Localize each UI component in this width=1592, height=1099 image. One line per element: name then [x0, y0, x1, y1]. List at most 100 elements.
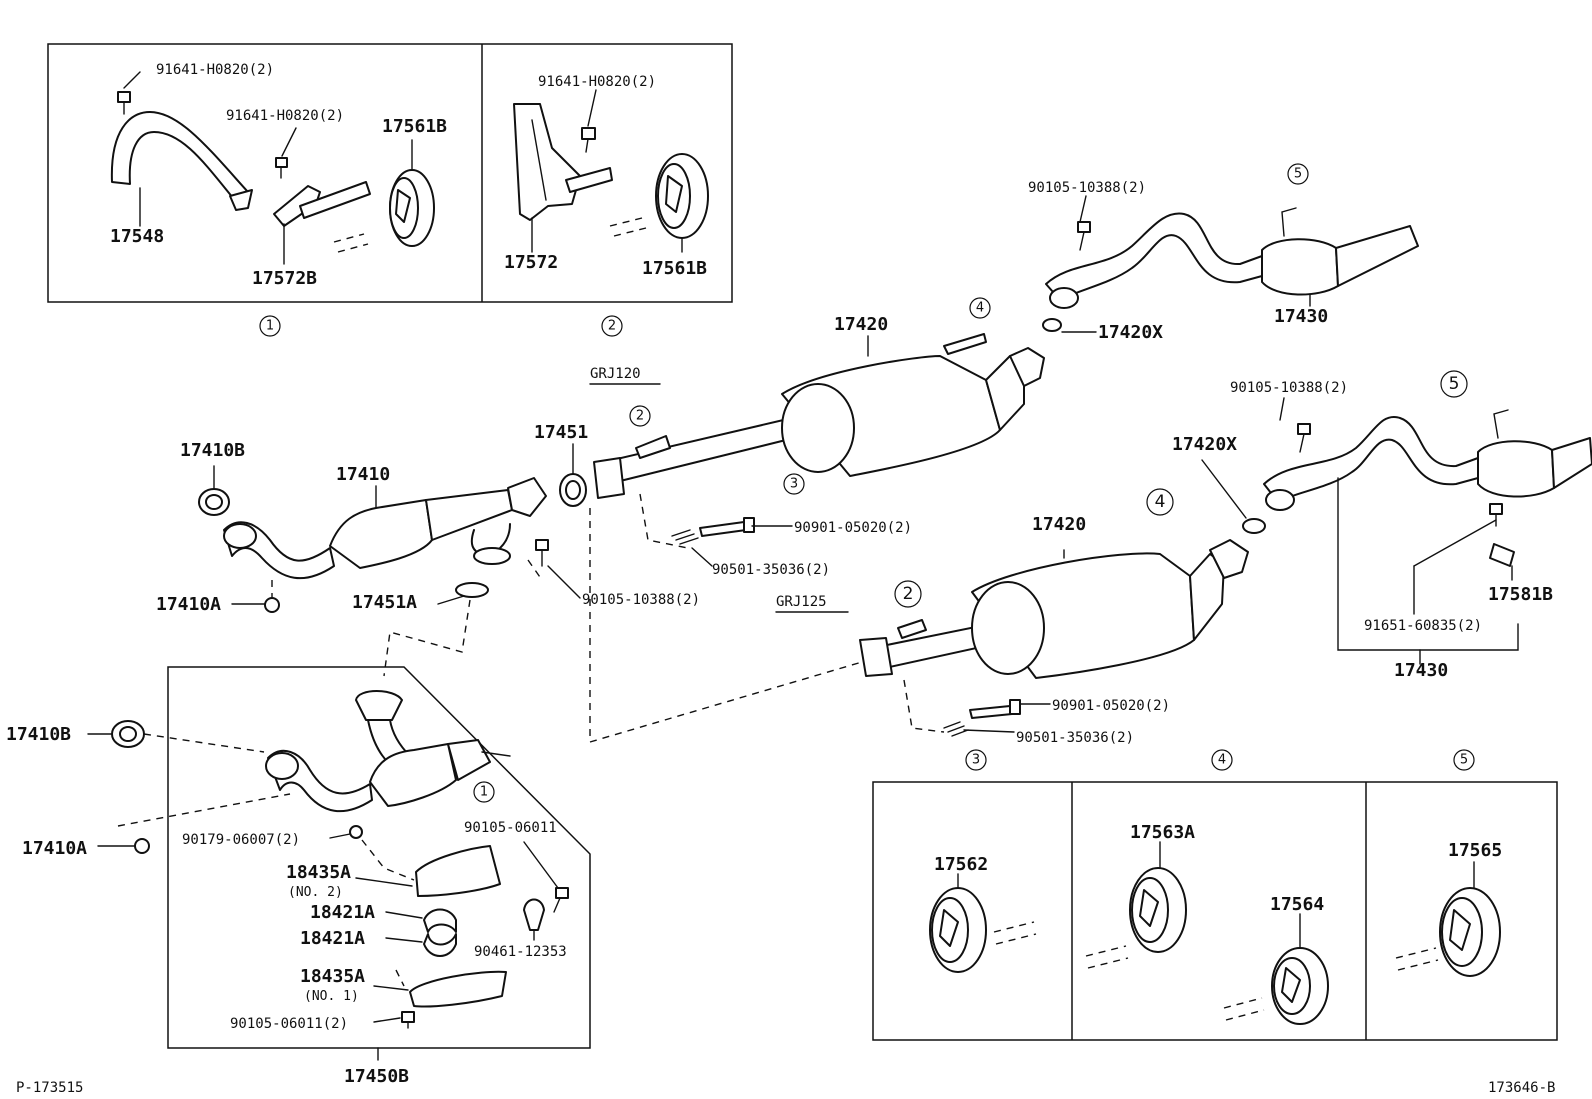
bracket-17572 — [513, 103, 581, 221]
heat-insulator-no2 — [415, 845, 501, 897]
label-no1: (NO. 1) — [304, 989, 359, 1004]
label-91641-h0820: 91641-H0820(2) — [538, 74, 656, 90]
label-90105-10388: 90105-10388(2) — [1230, 380, 1348, 396]
label-18435A: 18435A — [300, 966, 365, 987]
callout-3: 3 — [783, 473, 805, 495]
nut-17410A — [134, 838, 150, 854]
callout-5: 5 — [1440, 370, 1468, 398]
flange — [593, 457, 625, 499]
bolt-icon — [535, 539, 549, 567]
clamp-90461 — [523, 898, 545, 931]
bolt-icon — [1297, 423, 1311, 453]
label-17572B: 17572B — [252, 268, 317, 289]
catalytic-converter — [369, 743, 457, 807]
doc-ref-right: 173646-B — [1488, 1080, 1555, 1096]
svg-text:2: 2 — [636, 409, 644, 424]
label-17562: 17562 — [934, 854, 988, 875]
label-90105-10388: 90105-10388(2) — [582, 592, 700, 608]
bracket-17572B — [273, 185, 321, 227]
sensor-17581B — [1489, 543, 1515, 567]
clamp-18421A — [423, 933, 457, 957]
model-grj125: GRJ125 — [776, 594, 827, 610]
label-17561B: 17561B — [382, 116, 447, 137]
gasket-17420X — [1042, 318, 1062, 332]
bolt-icon — [1077, 221, 1091, 251]
tail-tip — [1551, 437, 1592, 489]
label-17420: 17420 — [834, 314, 888, 335]
svg-text:5: 5 — [1460, 753, 1468, 768]
tail-muffler — [1477, 440, 1555, 498]
catalytic-converter — [329, 499, 433, 569]
svg-text:2: 2 — [608, 319, 616, 334]
tail-pipe-17430-grj125 — [1263, 415, 1479, 503]
label-17561B: 17561B — [642, 258, 707, 279]
label-17563A: 17563A — [1130, 822, 1195, 843]
muffler-outlet-flange — [1209, 539, 1249, 579]
label-17451A: 17451A — [352, 592, 417, 613]
callout-5: 5 — [1287, 163, 1309, 185]
svg-text:4: 4 — [1155, 492, 1166, 512]
bolt-icon — [581, 127, 596, 153]
gasket-17451A — [455, 582, 489, 598]
flange — [859, 637, 893, 677]
tail-tip — [1335, 225, 1419, 287]
callout-5: 5 — [1453, 749, 1475, 771]
hanger-bracket-17548 — [110, 111, 249, 205]
inset-box-mounts-3-4-5 — [872, 781, 1558, 1041]
label-18421A: 18421A — [310, 902, 375, 923]
label-90461-12353: 90461-12353 — [474, 944, 567, 960]
gasket-17420X — [1242, 518, 1266, 534]
model-grj120: GRJ120 — [590, 366, 641, 382]
label-90179-06007: 90179-06007(2) — [182, 832, 300, 848]
bolt-icon — [401, 1011, 415, 1029]
inset-box-hangers-1-2 — [47, 43, 733, 303]
label-17565: 17565 — [1448, 840, 1502, 861]
label-18421A: 18421A — [300, 928, 365, 949]
inset-box-front-pipe-17450B — [167, 666, 591, 1049]
callout-4: 4 — [969, 297, 991, 319]
svg-text:2: 2 — [903, 584, 914, 604]
clamp-18421A — [423, 908, 457, 933]
label-17451: 17451 — [534, 422, 588, 443]
front-pipe-flange — [507, 477, 547, 517]
muffler-outlet-flange — [1009, 347, 1045, 387]
callout-1: 1 — [473, 781, 495, 803]
label-90501-35036: 90501-35036(2) — [1016, 730, 1134, 746]
heat-insulator-no1 — [409, 970, 507, 1008]
svg-text:5: 5 — [1294, 167, 1302, 182]
svg-text:1: 1 — [266, 319, 274, 334]
svg-text:3: 3 — [972, 753, 980, 768]
bracket-tab — [229, 189, 253, 211]
label-17420: 17420 — [1032, 514, 1086, 535]
label-17410A: 17410A — [156, 594, 221, 615]
label-17430: 17430 — [1274, 306, 1328, 327]
label-91651-60835: 91651-60835(2) — [1364, 618, 1482, 634]
gasket — [473, 547, 511, 565]
label-17572: 17572 — [504, 252, 558, 273]
doc-ref-left: P-173515 — [16, 1080, 83, 1096]
bolt-icon — [275, 157, 288, 179]
label-17410A: 17410A — [22, 838, 87, 859]
label-17420X: 17420X — [1172, 434, 1237, 455]
spring-bolt-icon — [671, 517, 755, 545]
svg-text:5: 5 — [1449, 374, 1460, 394]
label-17581B: 17581B — [1488, 584, 1553, 605]
callout-2: 2 — [629, 405, 651, 427]
pipe-flange — [355, 690, 403, 721]
label-17430: 17430 — [1394, 660, 1448, 681]
callout-3: 3 — [965, 749, 987, 771]
callout-4: 4 — [1146, 488, 1174, 516]
tail-muffler — [1261, 238, 1339, 296]
label-17410B: 17410B — [180, 440, 245, 461]
label-90105-10388: 90105-10388(2) — [1028, 180, 1146, 196]
callout-1: 1 — [259, 315, 281, 337]
label-90105-06011: 90105-06011 — [464, 820, 557, 836]
nut-17410A — [264, 597, 280, 613]
callout-4: 4 — [1211, 749, 1233, 771]
label-90901-05020: 90901-05020(2) — [1052, 698, 1170, 714]
label-no2: (NO. 2) — [288, 885, 343, 900]
svg-text:1: 1 — [480, 785, 488, 800]
callout-2: 2 — [601, 315, 623, 337]
spring-bolt-icon — [943, 699, 1021, 737]
